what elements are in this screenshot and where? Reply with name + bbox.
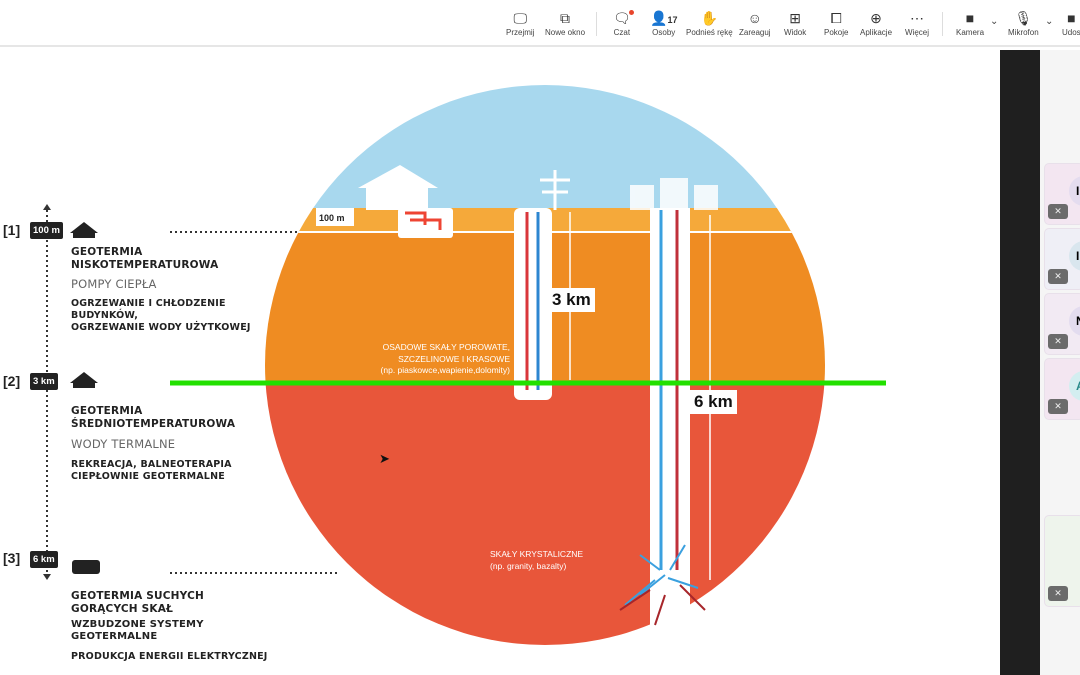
level-3-uses: PRODUKCJA ENERGII ELEKTRYCZNEJ [71,651,268,662]
depth-badge: 6 km [30,551,58,568]
participant-tile[interactable]: N✕ [1044,293,1080,355]
house-icon [358,165,438,210]
level-number: [2] [3,373,21,389]
avatar: N [1069,306,1080,336]
apps-icon: ⊕ [870,10,882,26]
geothermal-diagram: 100 m [43,85,886,645]
participant-tile[interactable]: ✕ [1044,515,1080,607]
shared-screen: 100 m 3 km 6 km OSADOWE SKAŁY POROWATE,S… [0,50,1000,675]
fracture-icon [619,544,706,626]
share-screen-button[interactable]: 🖵Przejmij [506,10,535,37]
chat-icon: 🗨 [613,8,634,28]
crystalline-label: SKAŁY KRYSTALICZNE(np. granity, bazalty) [490,549,584,571]
apps-button[interactable]: ⊕Aplikacje [860,10,893,37]
well-3km [514,208,552,400]
plant-icon [72,560,100,574]
label-6km: 6 km [690,390,737,414]
mic-options-chevron[interactable]: ⌄ [1045,16,1053,27]
mic-button[interactable]: 🎙Mikrofon [1008,10,1039,37]
participant-tile[interactable]: A✕ [1044,358,1080,420]
participant-tile[interactable]: I✕ [1044,228,1080,290]
mic-off-icon: ✕ [1048,204,1068,219]
level-number: [3] [3,550,21,566]
mic-off-icon: ✕ [1048,269,1068,284]
new-window-icon: ⧉ [560,10,571,26]
rooms-icon: ⧠ [830,10,842,26]
view-icon: ⊞ [789,10,801,26]
avatar: I [1069,176,1080,206]
share-screen-icon: 🖵 [513,10,527,26]
chevron-down-icon: ⌄ [1045,16,1054,27]
level-1-subtitle: POMPY CIEPŁA [71,277,157,291]
camera-button[interactable]: ■Kamera [956,10,985,37]
mic-off-icon: ✕ [1048,586,1068,601]
avatar: A [1069,371,1080,401]
mic-off-icon: 🎙 [1014,10,1033,26]
level-2-subtitle: WODY TERMALNE [71,437,176,451]
camera-off-icon: ■ [965,10,975,26]
raise-hand-icon: ✋ [700,10,719,26]
level-number: [1] [3,222,21,238]
power-plant-icon [630,178,718,210]
participants-panel: I✕ I✕ N✕ A✕ ✕ [1040,50,1080,675]
depth-badge: 3 km [30,373,58,390]
people-icon: 👤17 [650,10,678,26]
new-window-button[interactable]: ⧉Nowe okno [545,10,586,37]
mic-off-icon: ✕ [1048,399,1068,414]
chat-button[interactable]: 🗨Czat [613,8,634,37]
react-icon: ☺ [747,10,762,26]
mic-off-icon: ✕ [1048,334,1068,349]
chevron-down-icon: ⌄ [990,16,999,27]
sedimentary-label: OSADOWE SKAŁY POROWATE,SZCZELINOWE I KRA… [380,342,510,375]
view-button[interactable]: ⊞Widok [784,10,807,37]
raise-hand-button[interactable]: ✋Podnieś rękę [686,10,733,37]
divider [942,12,943,36]
more-icon: ⋯ [910,10,924,26]
more-button[interactable]: ⋯Więcej [905,10,930,37]
share-icon: ■ [1067,10,1076,26]
divider [596,12,597,36]
label-3km: 3 km [548,288,595,312]
house-icon [70,222,98,388]
depth-badge: 100 m [30,222,63,239]
mouse-cursor: ➤ [379,451,390,466]
tree-icon [540,170,570,210]
stage-border [1000,50,1040,675]
rooms-button[interactable]: ⧠Pokoje [824,10,849,37]
well-6km [650,208,690,638]
crystalline-layer [265,383,825,645]
depth-100m-label: 100 m [319,213,345,223]
react-button[interactable]: ☺Zareaguj [739,10,771,37]
avatar: I [1069,241,1080,271]
participant-tile[interactable]: I✕ [1044,163,1080,225]
100m-marker [316,208,354,226]
camera-options-chevron[interactable]: ⌄ [990,16,998,27]
share-button[interactable]: ■Udos [1062,10,1080,37]
